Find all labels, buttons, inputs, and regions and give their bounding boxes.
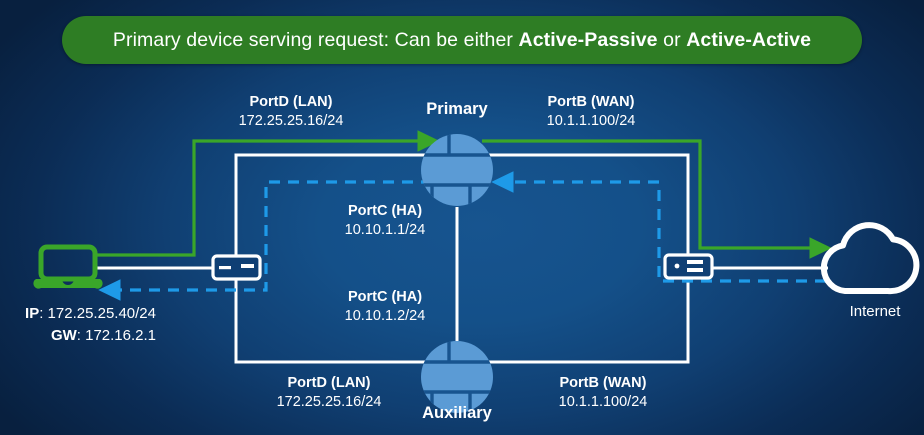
label-primary-ha-port: PortC (HA) (347, 203, 423, 219)
physical-links-white (95, 153, 828, 364)
label-primary-lan: PortD (LAN) 172.25.25.16/24 (200, 93, 382, 130)
firewall-icon-primary (421, 134, 493, 206)
label-auxiliary-ha: PortC (HA) 10.10.1.2/24 (321, 288, 449, 325)
label-auxiliary-lan: PortD (LAN) 172.25.25.16/24 (238, 374, 420, 411)
label-primary-ha-ip: 10.10.1.1/24 (344, 221, 426, 238)
link-primary-switchright-wan (486, 153, 690, 268)
label-primary-wan-ip: 10.1.1.100/24 (546, 112, 636, 129)
flow-laptop-to-primary-green (95, 130, 440, 257)
link-switchleft-auxiliary-lan (234, 268, 430, 364)
switch-icon-left (211, 254, 262, 281)
banner-callout: Primary device serving request: Can be e… (62, 16, 862, 64)
switch-icon-right (663, 253, 714, 280)
banner-prefix: Primary device serving request: Can be e… (112, 28, 519, 51)
host-gw-key: GW (50, 326, 77, 344)
link-auxiliary-switchright-wan (486, 268, 690, 364)
laptop-icon (33, 244, 103, 289)
banner-bold-active-active: Active-Active (686, 28, 812, 51)
host-ip-key: IP (25, 305, 40, 322)
banner-bold-active-passive: Active-Passive (518, 28, 658, 51)
host-gw-line: GW: 172.16.2.1 (0, 325, 156, 347)
device-label-auxiliary: Auxiliary (422, 404, 492, 422)
outbound-flow-green (95, 130, 832, 259)
label-auxiliary-wan: PortB (WAN) 10.1.1.100/24 (512, 374, 694, 411)
flow-primary-to-laptop-blue (98, 180, 432, 301)
host-ip-value: : 172.25.25.40/24 (39, 305, 156, 322)
label-primary-wan-port: PortB (WAN) (547, 94, 635, 110)
link-switchleft-primary-lan (234, 153, 430, 268)
label-primary-lan-ip: 172.25.25.16/24 (238, 112, 344, 129)
cloud-icon (820, 222, 920, 295)
label-auxiliary-lan-port: PortD (LAN) (287, 375, 371, 391)
banner-text: Primary device serving request: Can be e… (113, 29, 811, 52)
label-primary-ha: PortC (HA) 10.10.1.1/24 (321, 202, 449, 239)
banner-middle: or (657, 28, 687, 51)
firewall-icon-auxiliary (421, 341, 493, 413)
label-auxiliary-ha-port: PortC (HA) (347, 289, 423, 305)
label-auxiliary-lan-ip: 172.25.25.16/24 (276, 393, 382, 410)
flow-primary-to-internet-green (482, 139, 832, 259)
label-auxiliary-ha-ip: 10.10.1.2/24 (344, 307, 426, 324)
label-auxiliary-wan-ip: 10.1.1.100/24 (558, 393, 648, 410)
flow-internet-to-primary-blue (491, 171, 826, 283)
device-label-primary: Primary (426, 100, 488, 118)
return-flow-blue-dashed (98, 171, 826, 301)
host-ip-line: IP: 172.25.25.40/24 (0, 303, 156, 325)
cloud-label-internet: Internet (849, 303, 901, 320)
label-primary-wan: PortB (WAN) 10.1.1.100/24 (500, 93, 682, 130)
host-network-info: IP: 172.25.25.40/24 GW: 172.16.2.1 (0, 303, 156, 347)
label-auxiliary-wan-port: PortB (WAN) (559, 375, 647, 391)
host-gw-value: : 172.16.2.1 (76, 326, 156, 344)
label-primary-lan-port: PortD (LAN) (249, 94, 333, 110)
